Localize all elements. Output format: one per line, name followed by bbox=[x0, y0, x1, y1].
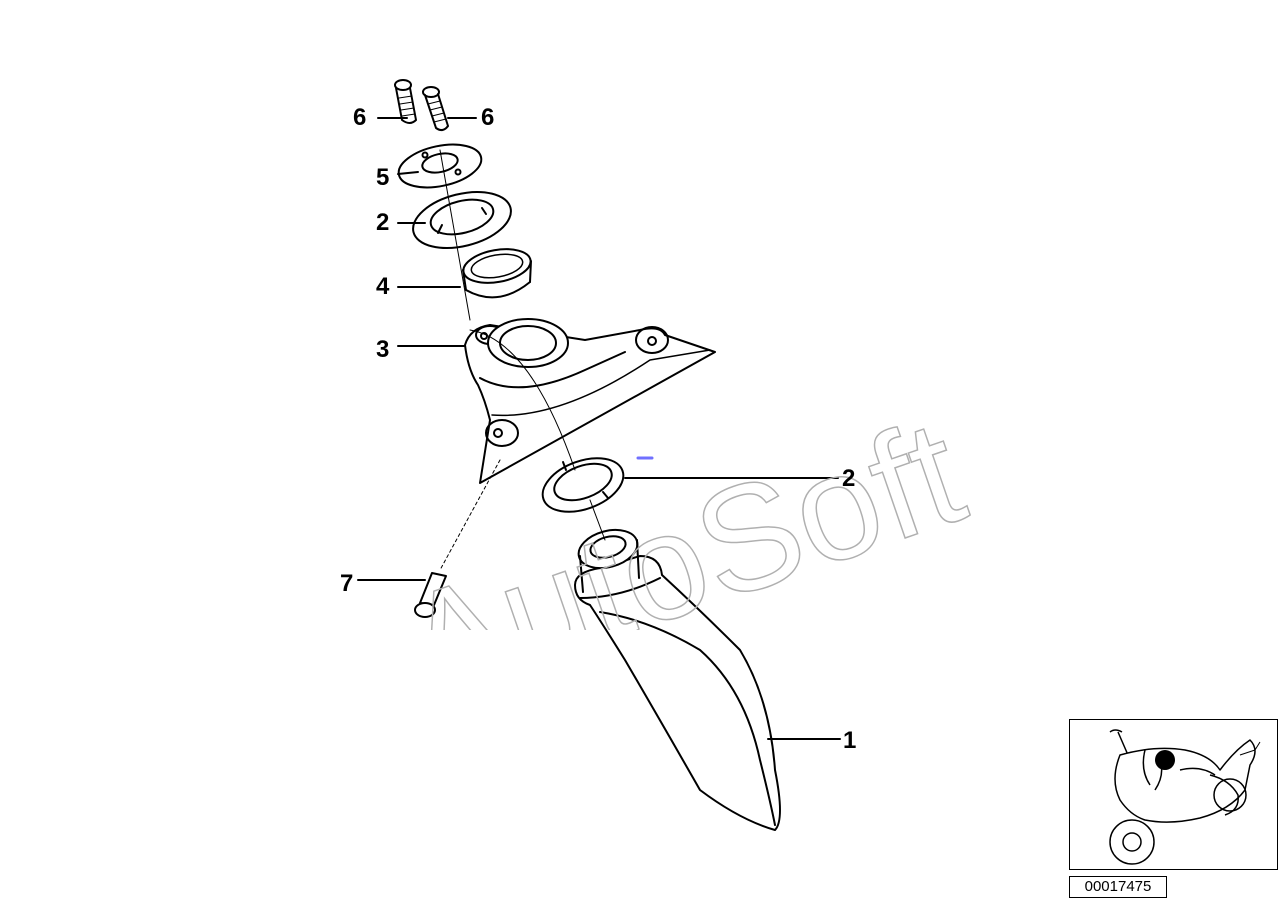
callout-7: 7 bbox=[340, 570, 354, 597]
callout-6-right: 6 bbox=[481, 104, 495, 131]
bearing-ring-2-upper bbox=[412, 191, 512, 249]
document-number: 00017475 bbox=[1069, 876, 1167, 898]
callout-1: 1 bbox=[843, 727, 857, 754]
plate-5 bbox=[397, 143, 483, 189]
screw-6-left bbox=[394, 79, 417, 124]
sleeve-4 bbox=[462, 248, 532, 299]
callout-4: 4 bbox=[376, 273, 390, 300]
watermark: AutoSoft bbox=[382, 386, 982, 630]
motorcycle-icon bbox=[1109, 729, 1261, 865]
screw-7 bbox=[414, 572, 447, 618]
callout-3: 3 bbox=[376, 336, 390, 363]
leader-lines bbox=[357, 117, 841, 740]
watermark-text: AutoSoft bbox=[383, 387, 982, 630]
callout-2-upper: 2 bbox=[376, 209, 390, 236]
callout-6-left: 6 bbox=[353, 104, 367, 131]
location-dot bbox=[1155, 750, 1175, 770]
callout-2-lower: 2 bbox=[842, 465, 856, 492]
assembly-axis-lines bbox=[439, 149, 606, 571]
motorcycle-locator-thumbnail bbox=[1069, 719, 1278, 870]
screw-6-right bbox=[422, 86, 449, 132]
bearing-ring-2-lower bbox=[541, 457, 625, 513]
triple-clamp-3 bbox=[464, 318, 716, 484]
fork-tube-1 bbox=[574, 528, 781, 831]
callout-5: 5 bbox=[376, 164, 390, 191]
